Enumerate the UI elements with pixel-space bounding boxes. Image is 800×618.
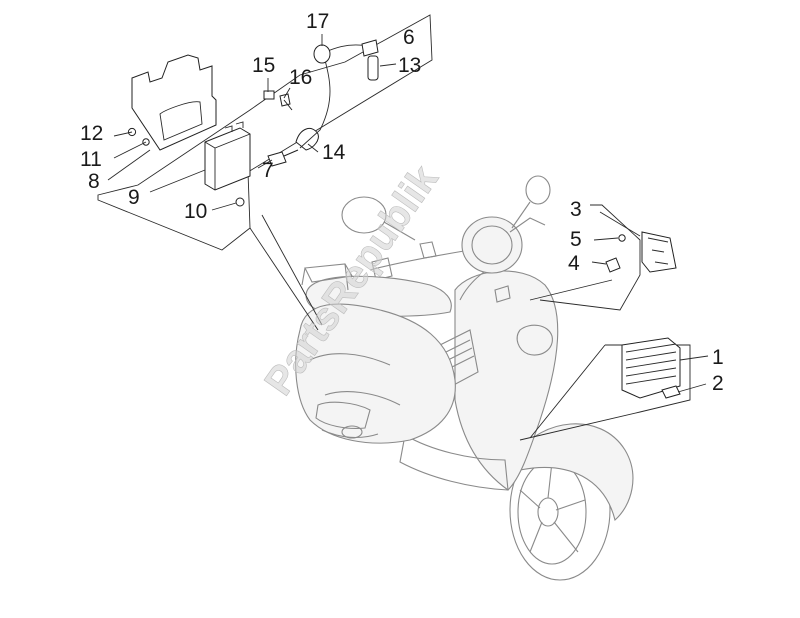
callout-3: 3: [570, 198, 582, 221]
callout-6: 6: [403, 26, 415, 49]
leader-16: [283, 87, 291, 99]
leader-10: [211, 202, 237, 211]
callout-15: 15: [252, 54, 275, 77]
callout-2: 2: [712, 372, 724, 395]
upper-left-parts-group: [97, 14, 433, 331]
leader-2: [677, 383, 707, 393]
callout-10: 10: [184, 200, 207, 223]
relay-group-frame: [529, 204, 641, 311]
relay-3: [641, 231, 677, 273]
callout-labels: 17 6 13 15 16 12 11 8 9 10 7 14 3 5 4 1 …: [80, 10, 724, 395]
leader-5: [593, 237, 619, 241]
regulator-group: [519, 337, 709, 441]
regulator-1: [621, 337, 681, 399]
leader-8: [107, 149, 151, 181]
front-fender: [519, 423, 634, 522]
bracket-plate: [131, 54, 217, 151]
right-mirror: [525, 175, 551, 205]
bolt-2: [661, 385, 681, 399]
callout-14: 14: [322, 141, 346, 164]
leader-7: [257, 159, 273, 169]
washer-5: [618, 234, 626, 242]
callout-4: 4: [568, 252, 580, 275]
screw-4: [605, 257, 621, 273]
callout-11: 11: [80, 148, 102, 171]
leader-14: [307, 143, 319, 153]
sensor-7: [267, 149, 299, 167]
callout-8: 8: [88, 170, 100, 193]
washer-15: [263, 90, 275, 100]
callout-5: 5: [570, 228, 582, 251]
left-mirror: [341, 196, 387, 234]
connector-17: [313, 44, 331, 64]
leader-1: [679, 355, 709, 361]
leader-3: [599, 211, 641, 237]
callout-17: 17: [306, 10, 329, 33]
sleeve-13: [367, 55, 379, 81]
control-unit: [204, 127, 251, 191]
bolt-10: [235, 197, 245, 207]
callout-16: 16: [289, 66, 312, 89]
leader-9: [149, 169, 206, 193]
headlight: [461, 216, 523, 274]
group-frame: [97, 14, 433, 251]
scooter-outline: [295, 175, 634, 581]
callout-13: 13: [398, 54, 421, 77]
callout-9: 9: [128, 186, 140, 209]
leader-12: [113, 131, 133, 137]
callout-1: 1: [712, 346, 724, 369]
leader-4: [591, 261, 607, 265]
clip-14: [295, 127, 319, 151]
callout-12: 12: [80, 122, 103, 145]
leader-13: [379, 63, 397, 67]
bolt-16: [279, 93, 293, 111]
callout-7: 7: [262, 159, 274, 182]
leader-11: [113, 141, 147, 159]
relay-group: [529, 204, 677, 311]
